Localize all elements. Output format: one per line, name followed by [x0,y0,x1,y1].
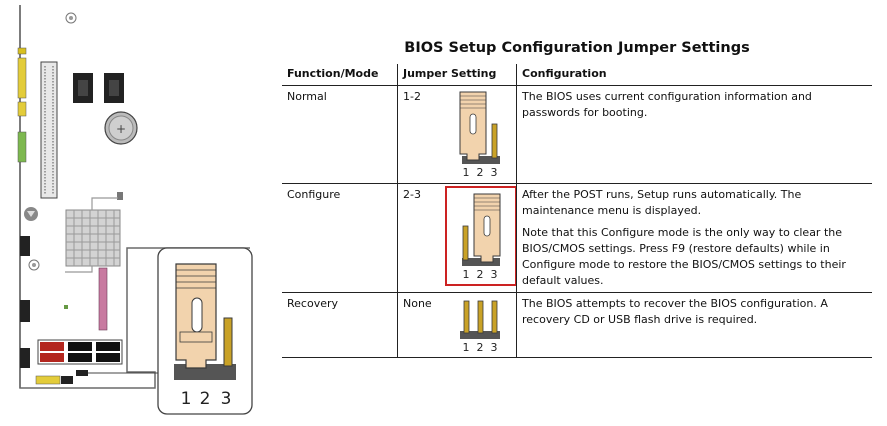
configure-pin-2: 2 [477,268,484,281]
setting-configure: 2-3 [397,183,444,293]
table-row-configure: Configure 2-3 1 2 3 [282,183,872,293]
recovery-pin-1: 1 [463,341,470,354]
configure-pin-1: 1 [463,268,470,281]
config-configure-text-2: Note that this Configure mode is the onl… [522,225,846,287]
configure-highlight-box [445,185,516,286]
normal-pin-1: 1 [463,166,470,179]
config-normal-text: The BIOS uses current configuration info… [522,89,812,119]
function-normal: Normal [282,85,398,184]
table-row-recovery: Recovery None 1 2 3 The BIOS attempts to… [282,292,872,358]
jumper-recovery-cell: 1 2 3 [444,292,517,358]
function-recovery: Recovery [282,292,398,358]
table-row-normal: Normal 1-2 1 2 3 The BIOS use [282,85,872,184]
callout-pin-2: 2 [200,389,211,409]
setting-normal: 1-2 [397,85,444,184]
config-recovery: The BIOS attempts to recover the BIOS co… [516,292,872,358]
jumper-callout-illustration: 1 2 3 [174,263,236,409]
config-recovery-text: The BIOS attempts to recover the BIOS co… [522,296,828,326]
callout-pin-1: 1 [181,389,192,409]
jumper-recovery-icon: 1 2 3 [460,300,500,354]
jumper-normal-icon: 1 2 3 [459,91,500,179]
normal-pin-2: 2 [477,166,484,179]
setting-recovery: None [397,292,444,358]
recovery-pin-3: 3 [491,341,498,354]
jumper-configure-icon: 1 2 3 [445,185,516,286]
callout-pin-3: 3 [221,389,232,409]
function-configure: Configure [282,183,398,293]
config-configure: After the POST runs, Setup runs automati… [516,183,872,293]
config-configure-text-1: After the POST runs, Setup runs automati… [522,187,802,217]
table-header-row: Function/Mode Jumper Setting Configurati… [282,64,872,86]
normal-pin-3: 3 [491,166,498,179]
config-normal: The BIOS uses current configuration info… [516,85,872,184]
jumper-configure-cell: 1 2 3 [444,183,517,293]
page-title: BIOS Setup Configuration Jumper Settings [404,40,750,56]
svg-text:+: + [116,122,126,136]
configure-pin-3: 3 [491,268,498,281]
jumper-settings-table: Function/Mode Jumper Setting Configurati… [282,64,872,358]
header-configuration: Configuration [516,64,872,86]
recovery-pin-2: 2 [477,341,484,354]
jumper-normal-cell: 1 2 3 [444,85,517,184]
header-jumper-setting: Jumper Setting [397,64,517,86]
header-function: Function/Mode [282,64,398,86]
